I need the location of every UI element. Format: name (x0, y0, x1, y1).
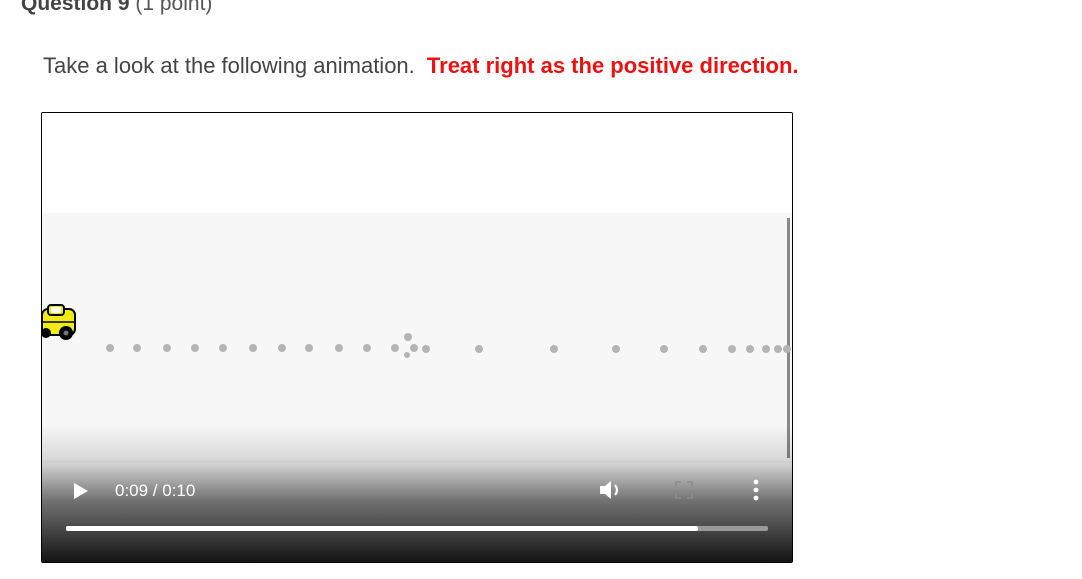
volume-button[interactable] (598, 477, 626, 503)
volume-icon (600, 481, 619, 499)
question-points: (1 point) (135, 0, 213, 15)
car-icon (42, 304, 76, 340)
more-vertical-icon (753, 479, 759, 501)
more-options-button[interactable] (746, 477, 766, 503)
question-header: Question 9 (1 point) (21, 0, 212, 16)
progress-fill (66, 526, 698, 531)
prompt-emphasis: Treat right as the positive direction. (426, 53, 799, 78)
progress-bar[interactable] (66, 526, 768, 531)
question-prompt: Take a look at the following animation. … (43, 51, 799, 81)
question-number: Question 9 (21, 0, 130, 15)
motion-trail (106, 333, 791, 358)
video-frame (42, 113, 792, 463)
video-player[interactable]: 0:09 / 0:10 (41, 112, 793, 563)
play-icon (74, 483, 88, 499)
prompt-text: Take a look at the following animation. (43, 53, 415, 78)
play-button[interactable] (68, 478, 94, 504)
time-display: 0:09 / 0:10 (115, 481, 196, 500)
fullscreen-icon (675, 481, 693, 499)
controls-overlay (42, 424, 792, 562)
fullscreen-button[interactable] (673, 479, 695, 501)
